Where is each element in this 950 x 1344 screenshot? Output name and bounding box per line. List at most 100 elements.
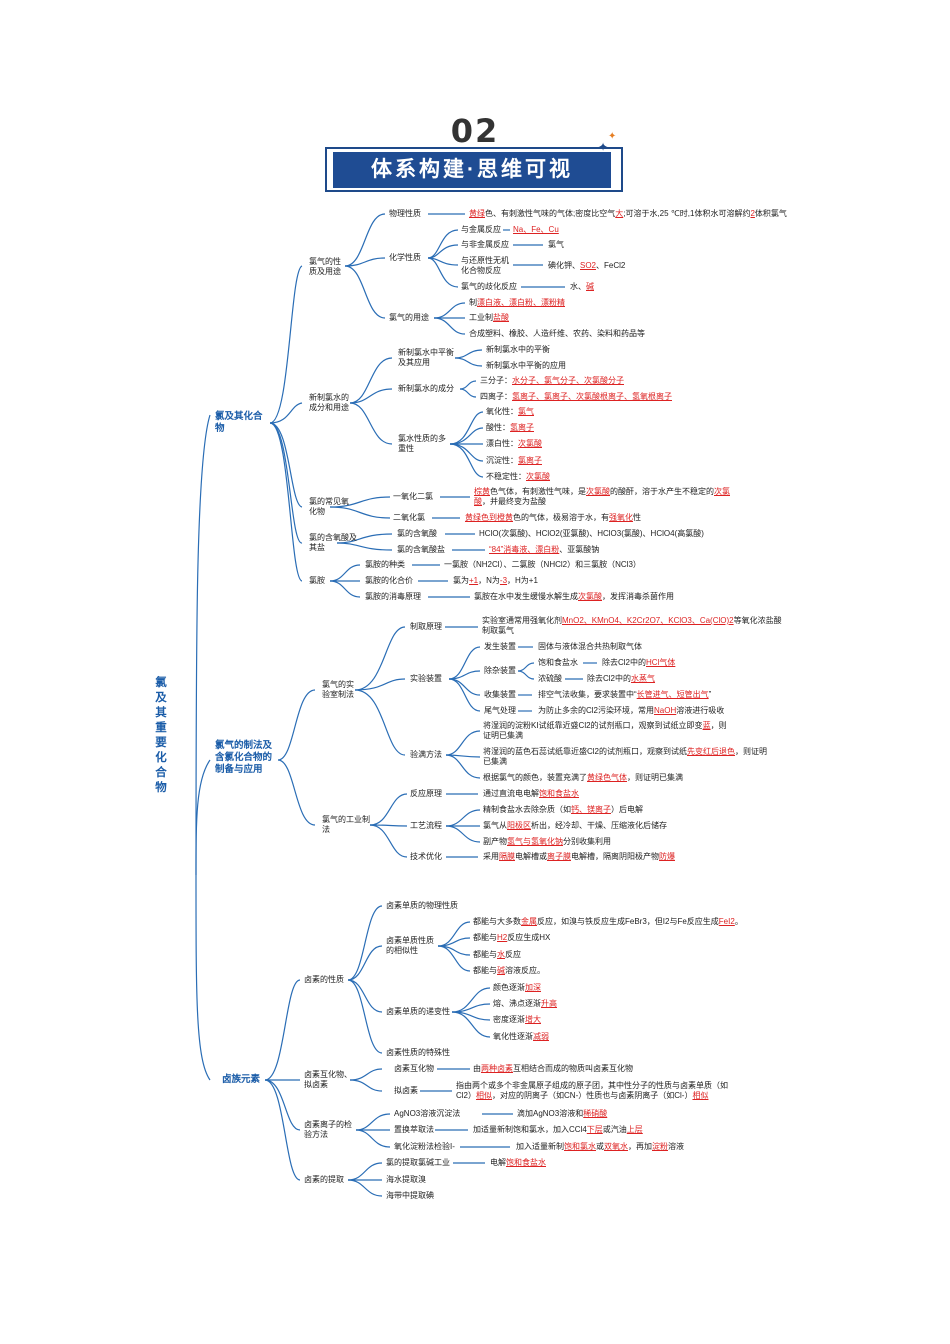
reducing-reactants: 碘化钾、SO2、FeCl2	[548, 261, 626, 270]
industrial-hcl: 工业制盐酸	[469, 313, 509, 322]
trend-density: 密度逐渐增大	[493, 1015, 541, 1024]
oxidizing: 氧化性：氯气	[486, 407, 534, 416]
node: 新制氯水的成分	[398, 384, 454, 393]
node: 氯气	[548, 240, 564, 249]
node: 反应原理	[410, 789, 442, 798]
node: 技术优化	[410, 852, 442, 861]
node: 海带中提取碘	[386, 1191, 434, 1200]
electrolysis: 通过直流电电解饱和食盐水	[483, 789, 579, 798]
metal-reactants: Na、Fe、Cu	[513, 225, 559, 234]
node: 验满方法	[410, 750, 442, 759]
trend-color: 颜色逐渐加深	[493, 983, 541, 992]
chloramine-disinfection: 氯胺在水中发生缓慢水解生成次氯酸，发挥消毒杀菌作用	[474, 592, 674, 601]
trend-boiling: 熔、沸点逐渐升高	[493, 999, 557, 1008]
remove-water: 除去Cl2中的水蒸气	[587, 674, 656, 683]
brine-purify: 精制食盐水去除杂质（如钙、镁离子）后电解	[483, 805, 643, 814]
extraction-test: 加适量新制饱和氯水，加入CCl4下层或汽油上层	[473, 1125, 643, 1134]
precipitation: 沉淀性：氯离子	[486, 456, 542, 465]
node: 新制氯水中平衡的应用	[486, 361, 566, 370]
tech-optimization: 采用隔膜电解槽或离子膜电解槽，隔离阴阳极产物防爆	[483, 852, 675, 861]
oxyacid-salts: “84”消毒液、漂白粉、亚氯酸钠	[489, 545, 600, 554]
node: 新制氯水中的平衡	[486, 345, 550, 354]
node: 卤素离子的检验方法	[304, 1120, 352, 1139]
page-title: 体系构建·思维可视	[333, 152, 611, 188]
tail-gas: 为防止多余的Cl2污染环境，常用NaOH溶液进行吸收	[538, 706, 725, 715]
node: 制取原理	[410, 622, 442, 631]
node: 化学性质	[389, 253, 421, 262]
acidic: 酸性：氢离子	[486, 423, 534, 432]
node: 氯水性质的多重性	[398, 434, 446, 453]
verify-color: 根据氯气的颜色，装置充满了黄绿色气体，则证明已集满	[483, 773, 683, 782]
node: 氯胺的消毒原理	[365, 592, 421, 601]
node: 浓硫酸	[538, 674, 562, 683]
node: 卤素单质的递变性	[386, 1007, 450, 1016]
node: 氯气的性质及用途	[309, 257, 341, 276]
react-water: 都能与水反应	[473, 950, 521, 959]
section-chlorine-preparation: 氯气的制法及含氯化合物的制备与应用	[215, 740, 273, 775]
node: 卤素性质的特殊性	[386, 1048, 450, 1057]
section-number: 02	[450, 112, 500, 150]
cl2o-text: 棕黄色气体，有刺激性气味，是次氯酸的酸酐，溶于水产生不稳定的次氯酸，并最终变为盐…	[474, 487, 730, 506]
node: 卤素的性质	[304, 975, 344, 984]
node: 置换萃取法	[394, 1125, 434, 1134]
node: 卤素互化物、拟卤素	[304, 1070, 352, 1089]
verify-ki: 将湿润的淀粉KI试纸靠近盛Cl2的试剂瓶口，观察到试纸立即变蓝，则证明已集满	[483, 721, 727, 740]
node: 氯的含氧酸盐	[397, 545, 445, 554]
node: 与非金属反应	[461, 240, 509, 249]
node: HClO(次氯酸)、HClO2(亚氯酸)、HClO3(氯酸)、HClO4(高氯酸…	[479, 529, 704, 538]
node: 卤素单质性质的相似性	[386, 936, 434, 955]
node: 尾气处理	[484, 706, 516, 715]
node: 氯胺	[309, 576, 325, 585]
pseudohalogen-def: 指由两个或多个非金属原子组成的原子团，其中性分子的性质与卤素单质（如Cl2）相似…	[456, 1081, 728, 1100]
chlor-alkali: 电解饱和食盐水	[490, 1158, 546, 1167]
node: 工艺流程	[410, 821, 442, 830]
node: 一氯胺（NH2Cl）、二氯胺（NHCl2）和三氯胺（NCl3）	[444, 560, 641, 569]
sparkle-icon: ✦	[598, 140, 609, 154]
four-ions: 四离子：氢离子、氯离子、次氯酸根离子、氢氧根离子	[480, 392, 672, 401]
node: 新制氯水的成分和用途	[309, 393, 349, 412]
three-molecules: 三分子：水分子、氯气分子、次氯酸分子	[480, 376, 624, 385]
bleaching: 漂白性：次氯酸	[486, 439, 542, 448]
clo2-text: 黄绿色到橙黄色的气体，极易溶于水，有强氧化性	[465, 513, 641, 522]
node: 氧化淀粉法检验I-	[394, 1142, 455, 1151]
node: 氯气的实验室制法	[322, 680, 354, 699]
collection: 排空气法收集，要求装置中“长管进气、短管出气”	[538, 690, 712, 699]
bleach-products: 制漂白液、漂白粉、漂粉精	[469, 298, 565, 307]
node: 二氧化氯	[393, 513, 425, 522]
react-h2: 都能与H2反应生成HX	[473, 933, 551, 942]
unstable: 不稳定性：次氯酸	[486, 472, 550, 481]
node: 海水提取溴	[386, 1175, 426, 1184]
physical-properties-text: 黄绿色、有刺激性气味的气体;密度比空气大;可溶于水,25 ℃时,1体积水可溶解约…	[469, 209, 787, 218]
verify-litmus: 将湿润的蓝色石蕊试纸靠近盛Cl2的试剂瓶口，观察到试纸先变红后退色，则证明已集满	[483, 747, 768, 766]
disproportionation: 水、碱	[570, 282, 594, 291]
node: 实验装置	[410, 674, 442, 683]
node: 与金属反应	[461, 225, 501, 234]
section-halogens: 卤族元素	[222, 1074, 261, 1085]
interhalogen-def: 由两种卤素互相结合而成的物质叫卤素互化物	[473, 1064, 633, 1073]
node: 氯胺的种类	[365, 560, 405, 569]
node: 卤素互化物	[394, 1064, 434, 1073]
node: 氯的常见氧化物	[309, 497, 349, 516]
agno3-test: 滴加AgNO3溶液和稀硝酸	[517, 1109, 608, 1118]
node: 一氧化二氯	[393, 492, 433, 501]
node: 饱和食盐水	[538, 658, 578, 667]
section-chlorine-compounds: 氯及其化合物	[215, 411, 263, 434]
node: 卤素的提取	[304, 1175, 344, 1184]
react-metals: 都能与大多数金属反应，如溴与铁反应生成FeBr3，但I2与Fe反应生成FeI2。	[473, 917, 743, 926]
chlorine-collect: 氯气从阳极区析出，经冷却、干燥、压缩液化后储存	[483, 821, 667, 830]
node: 氯气的工业制法	[322, 815, 370, 834]
preparation-principle: 实验室通常用强氧化剂MnO2、KMnO4、K2Cr2O7、KClO3、Ca(Cl…	[482, 616, 782, 635]
node: AgNO3溶液沉淀法	[394, 1109, 461, 1118]
node: 氯气的用途	[389, 313, 429, 322]
node: 合成塑料、橡胶、人造纤维、农药、染料和药品等	[469, 329, 645, 338]
node: 氯的含氧酸	[397, 529, 437, 538]
node: 物理性质	[389, 209, 421, 218]
banner-frame	[325, 147, 623, 192]
sparkle-icon: ✦	[608, 131, 617, 142]
node: 与还原性无机化合物反应	[461, 256, 509, 275]
node: 收集装置	[484, 690, 516, 699]
node: 除杂装置	[484, 666, 516, 675]
node: 发生装置	[484, 642, 516, 651]
react-alkali: 都能与碱溶液反应。	[473, 966, 545, 975]
